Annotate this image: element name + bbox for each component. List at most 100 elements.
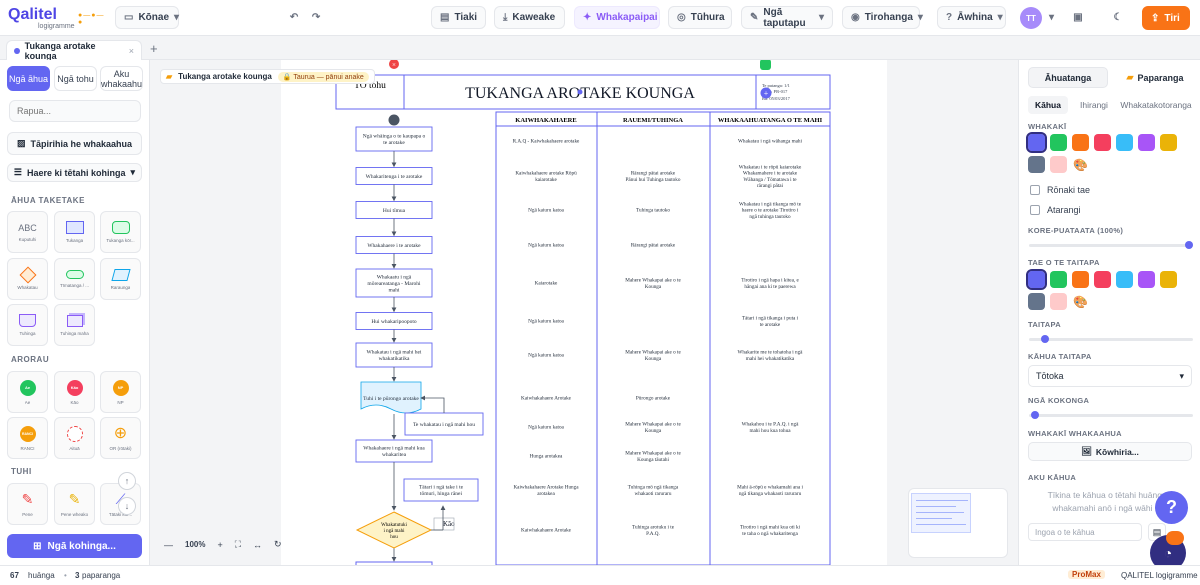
lane-roles[interactable]	[495, 111, 598, 565]
opacity-slider[interactable]	[1029, 241, 1193, 249]
lane-description[interactable]	[709, 111, 831, 565]
slider-knob[interactable]	[1031, 411, 1039, 419]
choose-image-button[interactable]: 🖼 Kōwhiria...	[1028, 442, 1192, 461]
add-handle-icon[interactable]	[760, 87, 772, 99]
flow-step[interactable]: Whakahaere i te arotake	[355, 236, 433, 254]
color-swatch[interactable]	[1072, 271, 1089, 288]
export-button[interactable]: ⤓ Kaweake	[494, 6, 565, 29]
color-swatch[interactable]	[1160, 271, 1177, 288]
shape-text[interactable]: ABC Kuputuhi	[7, 211, 48, 253]
collections-button[interactable]: ⊞ Ngā kohinga...	[7, 534, 142, 558]
color-swatch[interactable]	[1094, 271, 1111, 288]
arrow-tile-ranci[interactable]: RANCI RANCI	[7, 417, 48, 459]
redo-button[interactable]: ↷	[305, 6, 327, 29]
reset-view-icon[interactable]: ↻	[274, 539, 282, 549]
color-swatch[interactable]	[1028, 156, 1045, 173]
zoom-level[interactable]: 100%	[185, 540, 206, 549]
tool-pen[interactable]: ✎ Pene	[7, 483, 48, 525]
shape-rounded-process[interactable]: Tukanga kōr...	[100, 211, 141, 253]
tab-my-images[interactable]: Aku whakaahu	[100, 66, 143, 91]
shape-multi-document[interactable]: Tuhinga maha	[54, 304, 95, 346]
copy-handle-icon[interactable]	[760, 60, 771, 70]
save-button[interactable]: ▤ Tiaki	[431, 6, 486, 29]
arrow-tile-no[interactable]: Kāo Kāo	[54, 371, 95, 413]
shape-decision[interactable]: Whakatau	[7, 258, 48, 300]
tab-shapes[interactable]: Ngā āhua	[7, 66, 50, 91]
title-meta-cell[interactable]	[755, 74, 831, 110]
view-button[interactable]: ◉ Tirohanga ▾	[842, 6, 923, 29]
tool-highlighter[interactable]: ✎ Pene wheako	[54, 483, 95, 525]
document-breadcrumb[interactable]: ▰ Tukanga arotake kounga 🔒 Taurua — pānu…	[160, 69, 375, 84]
slider-knob[interactable]	[1185, 241, 1193, 249]
palette-icon[interactable]: 🎨	[1072, 156, 1089, 173]
color-swatch[interactable]	[1050, 134, 1067, 151]
avatar-chevron-icon[interactable]: ▾	[1049, 12, 1055, 23]
document-tab[interactable]: Tukanga arotake kounga ×	[6, 40, 142, 61]
color-swatch[interactable]	[1138, 271, 1155, 288]
flowchart-diagram[interactable]: TO tohu TUKANGA AROTAKE KOUNGA Te putang…	[281, 60, 887, 565]
color-swatch[interactable]	[1138, 134, 1155, 151]
border-width-slider[interactable]	[1029, 335, 1193, 343]
file-menu-button[interactable]: ▭ Kōnae ▾	[115, 6, 179, 29]
shadow-checkbox[interactable]: Atarangi	[1030, 205, 1081, 215]
add-image-button[interactable]: ▨ Tāpirihia he whakaahua	[7, 132, 142, 155]
next-step-box[interactable]	[355, 561, 433, 565]
lane-resources[interactable]	[596, 111, 711, 565]
add-tab-button[interactable]: +	[150, 41, 158, 56]
color-swatch[interactable]	[1026, 269, 1047, 290]
link-handle-icon[interactable]	[388, 114, 400, 126]
arrow-tile-incident[interactable]: Aituā	[54, 417, 95, 459]
arrow-tile-np[interactable]: NP NP	[100, 371, 141, 413]
explore-button[interactable]: ◎ Tūhura	[668, 6, 732, 29]
no-branch-label-box[interactable]	[433, 517, 455, 531]
corner-radius-slider[interactable]	[1029, 411, 1193, 419]
palette-icon[interactable]: 🎨	[1072, 293, 1089, 310]
subtab-style[interactable]: Kāhua	[1028, 96, 1068, 114]
shape-search-input[interactable]	[9, 100, 141, 122]
border-style-select[interactable]: Tōtoka ▾	[1028, 365, 1192, 387]
color-swatch[interactable]	[1116, 271, 1133, 288]
shape-document[interactable]: Tuhinga	[7, 304, 48, 346]
arrow-tile-or[interactable]: ⊕ OR (rōtaki)	[100, 417, 141, 459]
color-swatch[interactable]	[1028, 293, 1045, 310]
close-tab-icon[interactable]: ×	[128, 45, 134, 56]
fit-screen-icon[interactable]: ⛶	[234, 539, 242, 549]
subtab-content[interactable]: Ihirangi	[1080, 100, 1108, 110]
gradient-checkbox[interactable]: Rōnaki tae	[1030, 185, 1090, 195]
flow-step[interactable]: Te whakatau i ngā mahi hou	[404, 412, 484, 436]
app-logo[interactable]: Qalitel logigramme ●—●—●	[8, 6, 108, 30]
library-select[interactable]: ☰ Haere ki tētahi kohinga ▾	[7, 163, 142, 182]
tab-layers[interactable]: ▰ Paparanga	[1115, 67, 1195, 88]
color-swatch[interactable]	[1050, 293, 1067, 310]
zoom-in-button[interactable]: +	[217, 539, 223, 550]
shape-terminator[interactable]: Tīmatanga / ...	[54, 258, 95, 300]
color-swatch[interactable]	[1160, 134, 1177, 151]
style-name-input[interactable]: Ingoa o te kāhua	[1028, 523, 1142, 541]
scroll-down-button[interactable]: ↓	[118, 497, 136, 515]
minimap-viewport[interactable]	[911, 493, 971, 533]
zoom-out-button[interactable]: —	[164, 539, 173, 550]
flow-step[interactable]: Whakaritenga i te arotake	[355, 167, 433, 185]
scroll-up-button[interactable]: ↑	[118, 472, 136, 490]
user-avatar[interactable]: TT	[1020, 7, 1042, 29]
center-handle-icon[interactable]	[577, 89, 583, 95]
color-swatch[interactable]	[1050, 271, 1067, 288]
shape-data[interactable]: Raraunga	[100, 258, 141, 300]
subtab-layout[interactable]: Whakatakotoranga	[1120, 100, 1192, 110]
slider-knob[interactable]	[1041, 335, 1049, 343]
color-swatch[interactable]	[1116, 134, 1133, 151]
tab-properties[interactable]: Āhuatanga	[1028, 67, 1108, 88]
dark-mode-button[interactable]: ☾	[1107, 6, 1129, 29]
shape-process[interactable]: Tukanga	[54, 211, 95, 253]
decision-diamond[interactable]	[355, 511, 433, 549]
arrow-tile-yes[interactable]: Ae Ae	[7, 371, 48, 413]
help-button[interactable]: ?	[1155, 491, 1188, 524]
color-swatch[interactable]	[1072, 134, 1089, 151]
help-menu-button[interactable]: ? Āwhina ▾	[937, 6, 1006, 29]
color-swatch[interactable]	[1094, 134, 1111, 151]
ai-improve-button[interactable]: ✦ Whakapaipai	[574, 6, 660, 29]
